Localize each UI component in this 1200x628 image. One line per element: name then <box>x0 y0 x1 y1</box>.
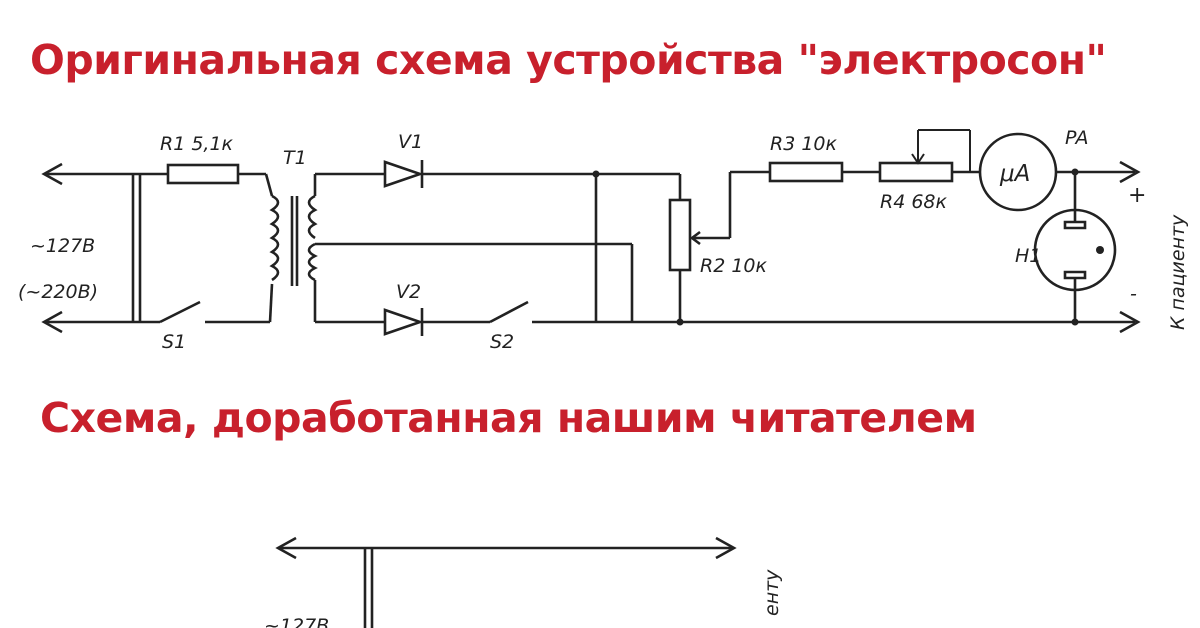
v1-diode <box>383 160 425 188</box>
minus-label: - <box>1130 283 1137 305</box>
s2-switch <box>489 300 529 324</box>
original-schematic: R1 5,1к T1 V1 V2 R3 10к R4 68к PA μA R2 … <box>18 127 1189 353</box>
plus-label: + <box>1128 183 1146 208</box>
t1-secondary-coil-2 <box>307 242 318 282</box>
r2-label: R2 10к <box>700 255 768 277</box>
r1-label: R1 5,1к <box>160 133 234 155</box>
r4-label: R4 68к <box>880 191 948 213</box>
t1-label: T1 <box>283 147 307 169</box>
modified-schematic: ~127В енту <box>264 536 783 628</box>
s1-switch <box>159 300 201 324</box>
h1-electrode-top <box>1063 220 1087 230</box>
t1-primary-lead-top <box>264 173 274 197</box>
lower-voltage-label: ~127В <box>264 615 329 628</box>
r3-label: R3 10к <box>770 133 838 155</box>
h1-label: H1 <box>1015 245 1041 267</box>
r4-wiper-arrow <box>911 153 925 165</box>
pa-label: PA <box>1065 127 1089 149</box>
r2-potentiometer <box>668 198 692 272</box>
r3-resistor <box>768 161 844 183</box>
output-arrow-plus <box>1119 160 1141 184</box>
h1-electrode-bottom <box>1063 270 1087 280</box>
r2-wiper-arrow <box>689 230 701 246</box>
modified-schematic-title: Схема, доработанная нашим читателем <box>40 394 977 442</box>
voltage-label: ~127В <box>30 235 95 257</box>
mains-arrow-top <box>41 162 63 186</box>
h1-gas-dot <box>1096 246 1104 254</box>
v2-label: V2 <box>396 281 421 303</box>
mains-arrow-bottom <box>41 310 63 334</box>
lower-patient-label: енту <box>761 569 783 616</box>
output-arrow-minus <box>1119 310 1141 334</box>
r1-resistor <box>166 163 240 185</box>
t1-primary-coil <box>269 194 280 282</box>
v2-diode <box>383 308 425 336</box>
lower-arrow-right <box>715 536 737 560</box>
s2-label: S2 <box>490 331 514 353</box>
v1-label: V1 <box>398 131 423 153</box>
junction-r2 <box>676 318 684 326</box>
junction-h1-bottom <box>1071 318 1079 326</box>
t1-secondary-coil-1 <box>307 194 318 240</box>
voltage-alt-label: (~220В) <box>18 281 98 303</box>
patient-label: К пациенту <box>1167 214 1189 330</box>
t1-primary-lead-bottom <box>268 283 274 323</box>
original-schematic-title: Оригинальная схема устройства "электросо… <box>30 36 1107 84</box>
s1-label: S1 <box>162 331 186 353</box>
r4-resistor <box>878 161 954 183</box>
lower-arrow-left <box>275 536 297 560</box>
microamp-label: μA <box>999 161 1030 187</box>
